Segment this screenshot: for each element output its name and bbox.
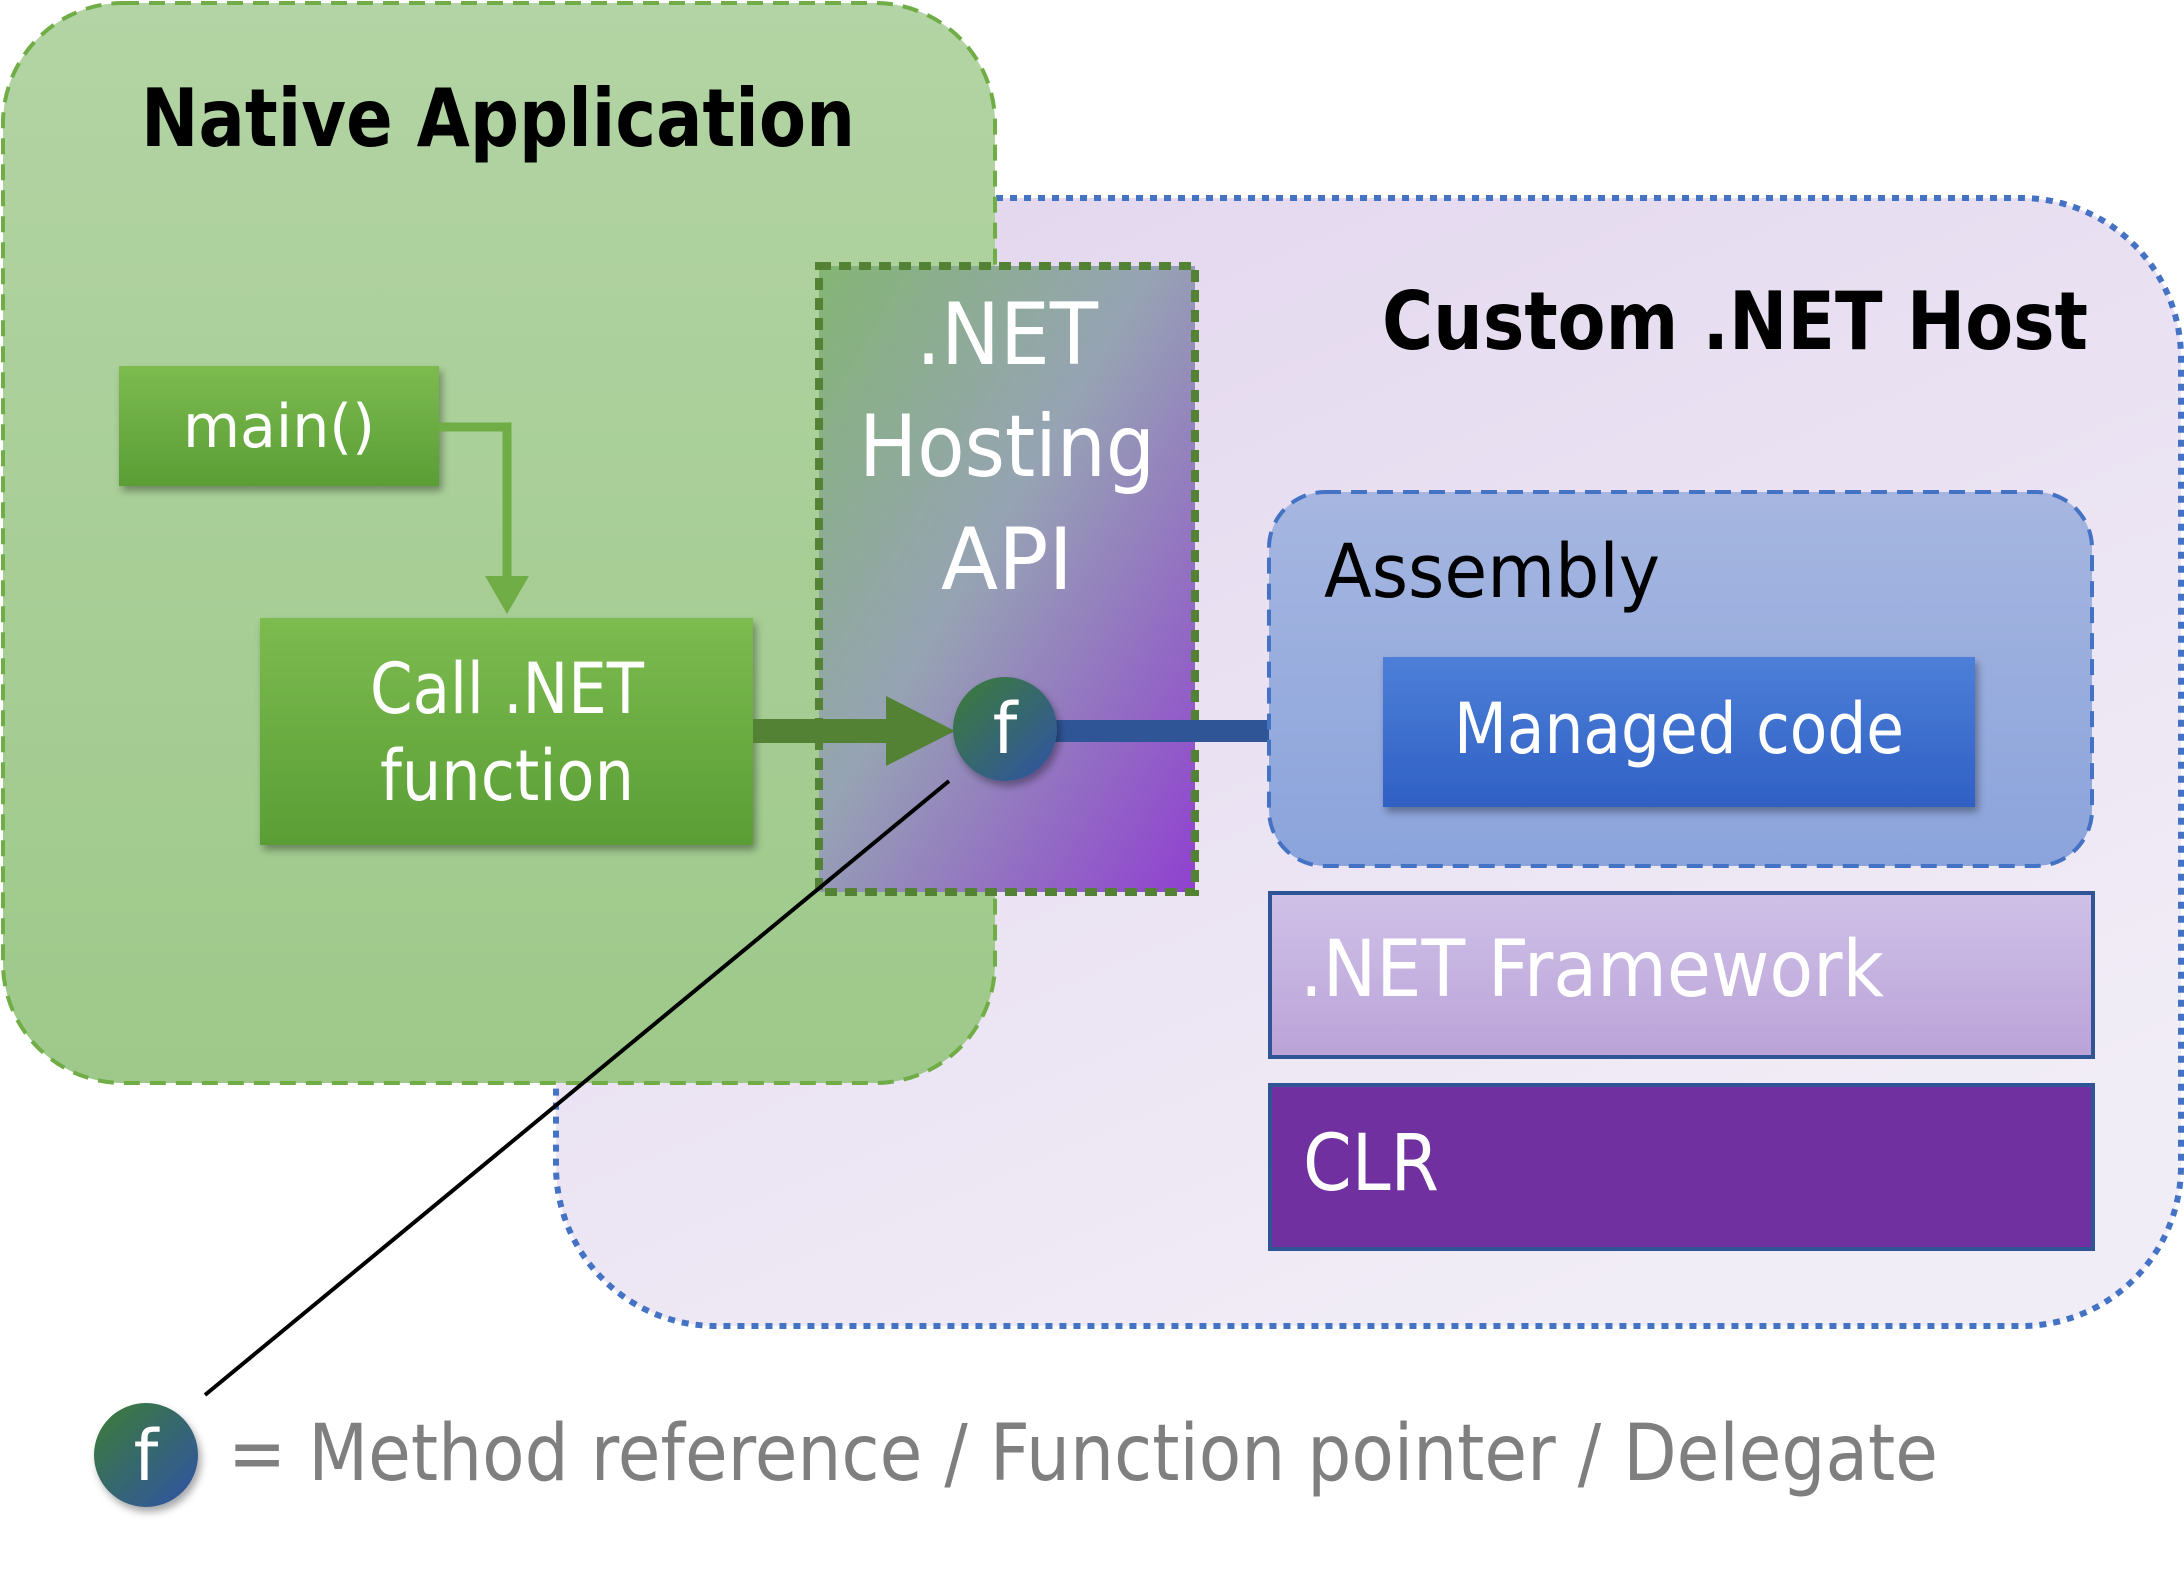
clr-box	[1268, 1083, 2095, 1251]
hosting-api-box	[815, 262, 1199, 896]
clr-label: CLR	[1303, 1119, 1439, 1209]
hosting-api-line2: Hosting	[859, 397, 1155, 497]
call-to-f-arrowhead	[886, 696, 955, 766]
legend-function-symbol: f	[134, 1415, 160, 1497]
function-pointer-symbol: f	[993, 688, 1019, 770]
main-to-call-arrowhead	[485, 576, 529, 614]
custom-host-title: Custom .NET Host	[1382, 275, 2088, 368]
main-to-call-arrow	[439, 422, 512, 580]
dotnet-framework-box	[1268, 891, 2095, 1059]
hosting-api-line3: API	[941, 510, 1073, 610]
native-app-title: Native Application	[141, 72, 855, 165]
call-dotnet-function-box	[260, 618, 753, 845]
legend-callout-line	[203, 779, 951, 1397]
assembly-label: Assembly	[1324, 529, 1660, 615]
main-function-box	[119, 366, 439, 486]
call-function-label-line1: Call .NET	[370, 648, 644, 730]
dotnet-framework-label: .NET Framework	[1300, 925, 1884, 1015]
managed-code-label: Managed code	[1454, 688, 1904, 770]
legend-function-icon	[94, 1403, 198, 1507]
legend-description: = Method reference / Function pointer / …	[228, 1409, 1938, 1499]
managed-code-box	[1383, 657, 1975, 807]
call-function-label-line2: function	[380, 735, 634, 817]
hosting-api-line1: .NET	[916, 285, 1098, 385]
function-pointer-icon	[953, 677, 1057, 781]
main-function-label: main()	[183, 392, 375, 462]
